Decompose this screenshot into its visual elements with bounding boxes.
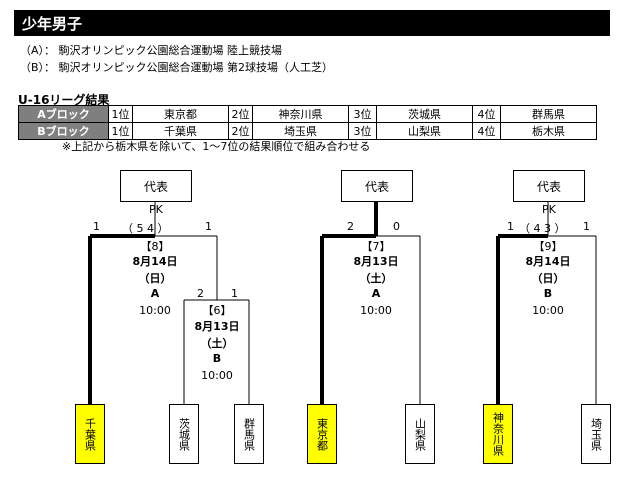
- match-day: （日）: [138, 272, 172, 285]
- team-cell: 栃木県: [500, 122, 597, 140]
- block-label: Bブロック: [18, 122, 109, 140]
- match-date: 8月14日: [132, 255, 178, 268]
- pk-label: PK: [542, 203, 556, 216]
- table-row: Aブロック 1位 東京都 2位 神奈川県 3位 茨城県 4位 群馬県: [18, 105, 597, 123]
- score-right: 1: [205, 220, 212, 233]
- rep-box-1: 代表: [120, 170, 192, 202]
- pk-label: PK: [149, 203, 163, 216]
- team-box-kanagawa: 神奈川県: [483, 404, 513, 464]
- match-number: 【6】: [202, 304, 232, 317]
- rank-cell: 3位: [348, 122, 377, 140]
- rep-box-3: 代表: [513, 170, 585, 202]
- team-box-gunma: 群馬県: [234, 404, 264, 464]
- page-title: 少年男子: [22, 15, 83, 33]
- title-bar: [14, 10, 610, 36]
- pk-score: （ 5 4 ）: [122, 222, 169, 235]
- match-date: 8月14日: [525, 255, 571, 268]
- team-box-yamanashi: 山梨県: [405, 404, 435, 464]
- league-table: Aブロック 1位 東京都 2位 神奈川県 3位 茨城県 4位 群馬県 Bブロック…: [18, 105, 597, 140]
- league-note: ※上記から栃木県を除いて、1～7位の結果順位で組み合わせる: [62, 140, 371, 153]
- score-left: 1: [93, 220, 100, 233]
- match-date: 8月13日: [353, 255, 399, 268]
- match-venue: B: [212, 352, 222, 365]
- match-number: 【9】: [533, 240, 563, 253]
- match-day: （日）: [531, 272, 565, 285]
- score-left: 2: [197, 287, 204, 300]
- rep-box-2: 代表: [341, 170, 413, 202]
- team-cell: 千葉県: [132, 122, 229, 140]
- venue-a: （A）： 駒沢オリンピック公園総合運動場 陸上競技場: [20, 44, 283, 57]
- team-cell: 埼玉県: [252, 122, 349, 140]
- score-left: 2: [347, 220, 354, 233]
- match-venue: A: [150, 287, 160, 300]
- score-right: 1: [231, 287, 238, 300]
- match-day: （土）: [200, 337, 234, 350]
- table-row: Bブロック 1位 千葉県 2位 埼玉県 3位 山梨県 4位 栃木県: [18, 122, 597, 140]
- score-right: 1: [583, 220, 590, 233]
- league-heading: U-16リーグ結果: [18, 93, 110, 107]
- match-time: 10:00: [201, 369, 233, 382]
- match-number: 【8】: [140, 240, 170, 253]
- match-venue: B: [543, 287, 553, 300]
- match-number: 【7】: [361, 240, 391, 253]
- match-venue: A: [371, 287, 381, 300]
- venue-b: （B）： 駒沢オリンピック公園総合運動場 第2球技場（人工芝）: [20, 61, 334, 74]
- score-right: 0: [393, 220, 400, 233]
- team-box-ibaraki: 茨城県: [169, 404, 199, 464]
- match-date: 8月13日: [194, 320, 240, 333]
- team-box-tokyo: 東京都: [307, 404, 337, 464]
- block-label: Aブロック: [18, 105, 109, 123]
- match-time: 10:00: [532, 304, 564, 317]
- match-time: 10:00: [139, 304, 171, 317]
- team-box-saitama: 埼玉県: [581, 404, 611, 464]
- match-time: 10:00: [360, 304, 392, 317]
- team-box-chiba: 千葉県: [75, 404, 105, 464]
- score-left: 1: [507, 220, 514, 233]
- rank-cell: 2位: [228, 122, 253, 140]
- rank-cell: 3位: [348, 105, 377, 123]
- pk-score: （ 4 3 ）: [519, 222, 566, 235]
- match-day: （土）: [359, 272, 393, 285]
